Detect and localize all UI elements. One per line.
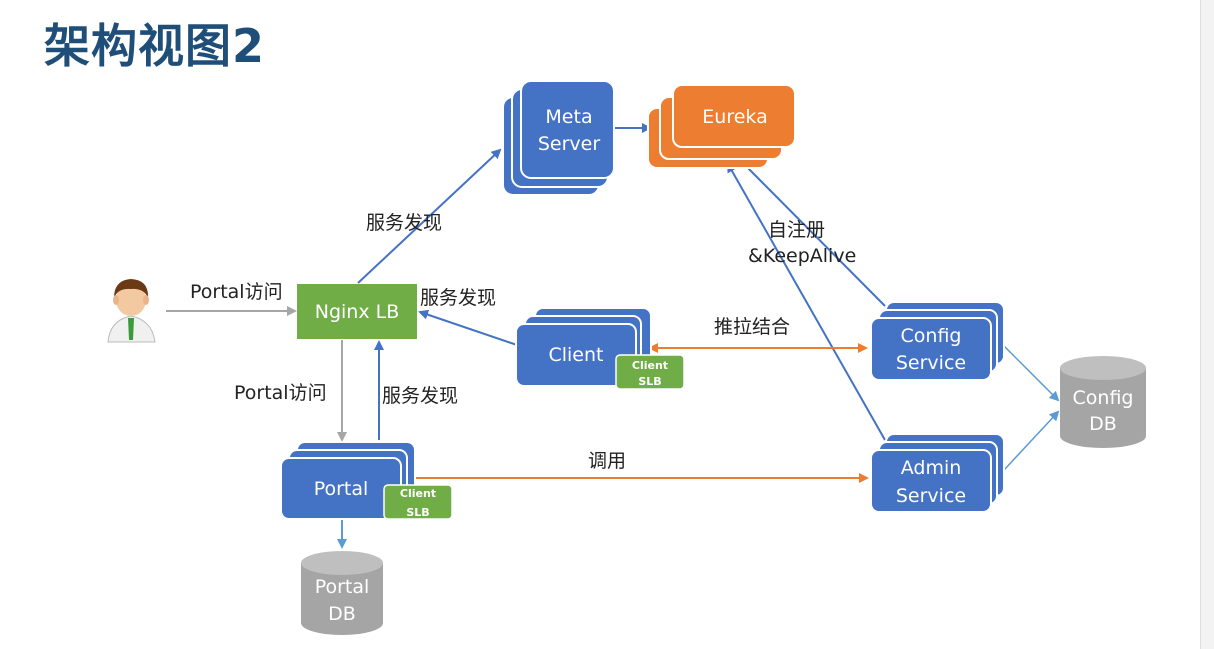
edge-admin-to-db: [1003, 410, 1060, 471]
client-node[interactable]: Client: [515, 307, 652, 387]
edge-config-to-eureka: [738, 158, 886, 307]
label-nginx-to-meta: 服务发现: [366, 212, 442, 234]
portal-node[interactable]: Portal: [280, 441, 416, 520]
label-self-register: 自注册: [768, 219, 825, 241]
edge-nginx-to-meta: [357, 148, 502, 284]
edge-config-to-db: [1003, 345, 1060, 402]
config-db-node[interactable]: Config DB: [1060, 356, 1146, 448]
edge-client-to-nginx: [418, 309, 518, 346]
config-service-label-2: Service: [896, 352, 966, 374]
label-client-to-nginx: 服务发现: [420, 287, 496, 309]
admin-service-label-1: Admin: [901, 457, 962, 479]
right-scroll-edge: [1200, 0, 1214, 649]
client-slb-label-2: SLB: [638, 375, 661, 388]
config-db-label-1: Config: [1073, 387, 1134, 409]
label-portal-admin: 调用: [588, 450, 626, 472]
user-icon: [107, 279, 156, 343]
portal-db-label-2: DB: [328, 603, 356, 625]
admin-service-node[interactable]: Admin Service: [870, 433, 1005, 513]
portal-db-label-1: Portal: [315, 576, 370, 598]
client-slb-label-1: Client: [632, 359, 668, 372]
label-keepalive: &KeepAlive: [748, 245, 856, 267]
label-user-to-nginx: Portal访问: [190, 281, 283, 303]
meta-server-node[interactable]: Meta Server: [502, 80, 615, 196]
config-db-label-2: DB: [1089, 413, 1117, 435]
portal-slb-label-2: SLB: [406, 506, 429, 519]
page-title: 架构视图2: [44, 19, 266, 73]
label-client-config: 推拉结合: [714, 316, 790, 338]
config-service-label-1: Config: [901, 325, 962, 347]
edge-admin-to-eureka: [727, 162, 886, 441]
nginx-lb-label: Nginx LB: [315, 301, 400, 323]
meta-server-label-1: Meta: [545, 106, 592, 128]
portal-slb-badge: Client SLB: [383, 484, 453, 520]
label-portal-to-nginx: 服务发现: [382, 385, 458, 407]
meta-server-label-2: Server: [538, 133, 600, 155]
nginx-lb-node[interactable]: Nginx LB: [297, 284, 417, 339]
label-nginx-to-portal: Portal访问: [234, 382, 327, 404]
client-label: Client: [548, 344, 603, 366]
eureka-node[interactable]: Eureka: [647, 84, 796, 169]
admin-service-label-2: Service: [896, 485, 966, 507]
eureka-label: Eureka: [702, 106, 767, 128]
portal-db-node[interactable]: Portal DB: [301, 551, 383, 635]
portal-label: Portal: [314, 478, 369, 500]
client-slb-badge: Client SLB: [615, 354, 685, 390]
portal-slb-label-1: Client: [400, 487, 436, 500]
config-service-node[interactable]: Config Service: [870, 301, 1005, 381]
